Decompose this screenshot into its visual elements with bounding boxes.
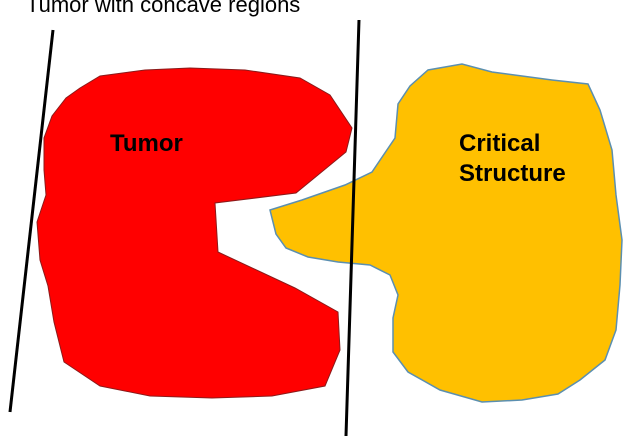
critical-label-line2: Structure [459,159,566,189]
tumor-label: Tumor [110,129,183,159]
critical-label-line1: Critical [459,129,566,159]
critical-structure-label: Critical Structure [459,129,566,189]
